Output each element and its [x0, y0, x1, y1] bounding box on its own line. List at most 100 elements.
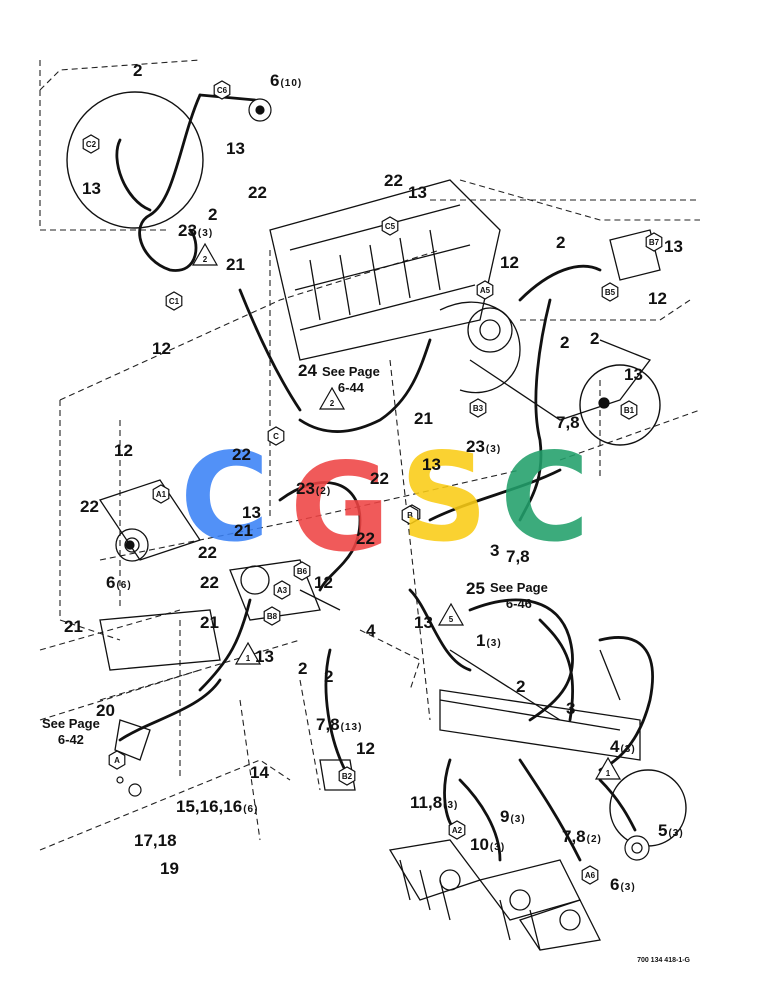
callout-9: 9(3)	[500, 808, 526, 825]
connector-tag-a5: A5	[476, 280, 494, 300]
connector-tag-label: B7	[649, 238, 660, 247]
callout-quantity: (3)	[620, 744, 636, 755]
callout-22: 22	[232, 446, 251, 463]
callout-quantity: (3)	[197, 228, 214, 239]
callout-25: 25	[466, 580, 485, 597]
callout-12: 12	[152, 340, 171, 357]
callout-quantity: (6)	[116, 580, 132, 591]
callout-number: 4	[366, 621, 376, 640]
callout-number: 5	[658, 821, 668, 840]
callout-21: 21	[64, 618, 83, 635]
callout-number: 24	[298, 361, 317, 380]
connector-tags: C6C2C5C1A5B7B5B3B1A1B6A3B8B4B2A2A6ABC	[82, 80, 663, 885]
callout-number: 19	[160, 859, 179, 878]
callout-2: 2	[324, 668, 333, 685]
connector-tag-label: C1	[169, 297, 180, 306]
connector-tag-b8: B8	[263, 606, 281, 626]
callout-22: 22	[370, 470, 389, 487]
connector-tag-label: C5	[385, 222, 396, 231]
warning-triangles: 2 25 1 1	[191, 242, 622, 780]
callout-number: 13	[408, 183, 427, 202]
connector-tag-label: A3	[277, 586, 288, 595]
connector-tag-label: B2	[342, 772, 353, 781]
callout-13: 13	[408, 184, 427, 201]
callout-number: 3	[566, 699, 576, 718]
callout-number: 22	[356, 529, 375, 548]
note-see-page-6-42: See Page 6-42	[42, 716, 100, 749]
callout-13: 13	[422, 456, 441, 473]
callout-12: 12	[500, 254, 519, 271]
callout-number: 17,18	[134, 831, 177, 850]
callout-number: 21	[226, 255, 245, 274]
callout-12: 12	[648, 290, 667, 307]
connector-tag-a2: A2	[448, 820, 466, 840]
callout-quantity: (3)	[620, 882, 636, 893]
callout-2: 2	[590, 330, 599, 347]
callout-quantity: (3)	[668, 828, 684, 839]
callout-quantity: (3)	[489, 842, 506, 853]
connector-tag-label: A	[114, 756, 120, 765]
callout-22: 22	[198, 544, 217, 561]
callout-22: 22	[248, 184, 267, 201]
callout-number: 25	[466, 579, 485, 598]
note-text: See Page 6-42	[42, 716, 100, 748]
warning-triangle: 2	[318, 386, 346, 410]
callout-2: 2	[298, 660, 307, 677]
warning-triangle: 2	[191, 242, 219, 266]
callout-number: 4	[610, 737, 620, 756]
callout-19: 19	[160, 860, 179, 877]
callout-number: 2	[556, 233, 566, 252]
note-text: See Page 6-44	[322, 364, 380, 396]
callout-number: 12	[500, 253, 519, 272]
callout-number: 12	[152, 339, 171, 358]
callout-22: 22	[200, 574, 219, 591]
callout-number: 2	[133, 61, 143, 80]
connector-tag-label: A1	[156, 490, 167, 499]
callout-number: 2	[590, 329, 600, 348]
connector-tag-a1: A1	[152, 484, 170, 504]
callout-12: 12	[114, 442, 133, 459]
connector-tag-a6: A6	[581, 865, 599, 885]
component-outlines	[98, 179, 661, 951]
callout-number: 21	[200, 613, 219, 632]
connector-tag-label: C	[273, 432, 279, 441]
connector-tag-label: A6	[585, 871, 596, 880]
callout-6: 6(3)	[610, 876, 636, 893]
callout-number: 14	[250, 763, 269, 782]
callout-number: 23	[466, 437, 485, 456]
callout-7-8: 7,8(2)	[562, 828, 602, 845]
note-see-page-6-46: See Page 6-46	[490, 580, 548, 613]
callout-quantity: (3)	[510, 814, 526, 825]
callout-13: 13	[226, 140, 245, 157]
callout-number: 2	[324, 667, 334, 686]
callout-number: 7,8	[506, 547, 530, 566]
note-text: See Page 6-46	[490, 580, 548, 612]
callout-13: 13	[664, 238, 683, 255]
callout-14: 14	[250, 764, 269, 781]
triangle-label: 1	[246, 654, 251, 663]
callout-13: 13	[82, 180, 101, 197]
callout-12: 12	[356, 740, 375, 757]
callout-number: 13	[82, 179, 101, 198]
callout-number: 21	[64, 617, 83, 636]
triangle-label: 2	[330, 399, 335, 408]
watermark-letter: C	[180, 427, 270, 569]
callout-12: 12	[314, 574, 333, 591]
callout-quantity: (3)	[443, 800, 459, 811]
connector-tag-label: B5	[605, 288, 616, 297]
callout-23: 23(2)	[296, 480, 331, 497]
callout-22: 22	[80, 498, 99, 515]
connector-tag-a: A	[108, 750, 126, 770]
triangle-label: 2	[203, 255, 208, 264]
connector-tag-b6: B6	[293, 561, 311, 581]
document-id: 700 134 418-1-G	[637, 957, 690, 964]
connector-tag-label: B3	[473, 404, 484, 413]
callout-number: 13	[255, 647, 274, 666]
watermark-letter: S	[400, 427, 488, 569]
callout-24: 24	[298, 362, 317, 379]
callout-4: 4(3)	[610, 738, 636, 755]
connector-tag-label: A2	[452, 826, 463, 835]
connector-tag-label: B	[407, 511, 413, 520]
callout-number: 1	[476, 631, 486, 650]
callout-quantity: (3)	[485, 444, 502, 455]
